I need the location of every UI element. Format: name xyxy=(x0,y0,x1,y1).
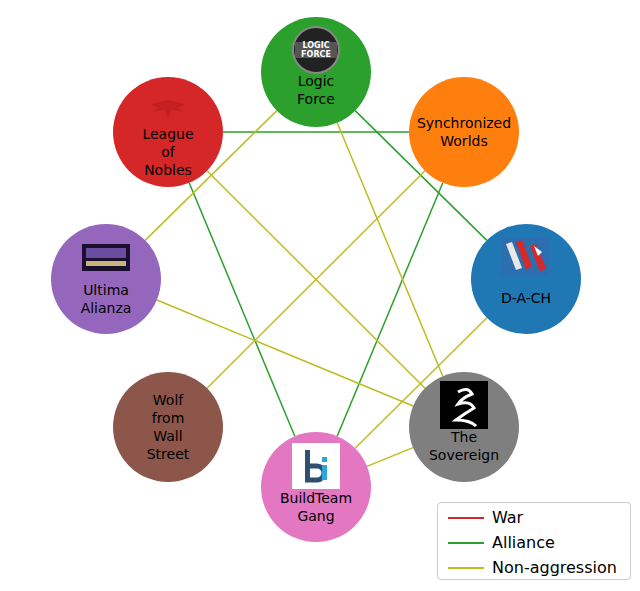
faction-circle: Ultima Alianza xyxy=(51,224,161,334)
logo-text: LOGIC FORCE xyxy=(296,41,336,59)
dach-image xyxy=(501,238,549,276)
faction-name: Wolf from Wall Street xyxy=(142,391,194,463)
legend-row: Non-aggression xyxy=(438,556,628,580)
faction-name: Synchronized Worlds xyxy=(410,114,518,150)
legend-text: Alliance xyxy=(492,533,555,553)
snake-emblem xyxy=(440,381,488,429)
faction-name: The Sovereign xyxy=(422,428,506,464)
relation-line xyxy=(367,448,413,467)
faction-name: League of Nobles xyxy=(138,125,198,179)
legend-box: WarAllianceNon-aggression xyxy=(437,502,631,580)
faction-name: D-A-CH xyxy=(486,289,566,307)
relation-line xyxy=(207,171,425,388)
legend-line-sample xyxy=(446,556,486,580)
relation-line xyxy=(207,171,425,388)
relation-line xyxy=(223,131,409,133)
faction-name: BuildTeam Gang xyxy=(266,489,366,525)
faction-name: Ultima Alianza xyxy=(71,281,141,317)
legend-line-sample xyxy=(446,506,486,530)
ultima-banner xyxy=(82,244,130,271)
faction-circle: Wolf from Wall Street xyxy=(113,372,223,482)
legend-line-sample xyxy=(446,531,486,555)
faction-circle: League of Nobles xyxy=(113,77,223,187)
faction-circle: Synchronized Worlds xyxy=(409,77,519,187)
legend-row: Alliance xyxy=(438,531,628,555)
legend-text: Non-aggression xyxy=(492,558,617,578)
faction-name: Logic Force xyxy=(286,72,346,108)
legend-row: War xyxy=(438,506,628,530)
legend-text: War xyxy=(492,508,523,528)
logic-force-logo xyxy=(293,27,339,73)
buildteam-logo xyxy=(292,443,340,489)
